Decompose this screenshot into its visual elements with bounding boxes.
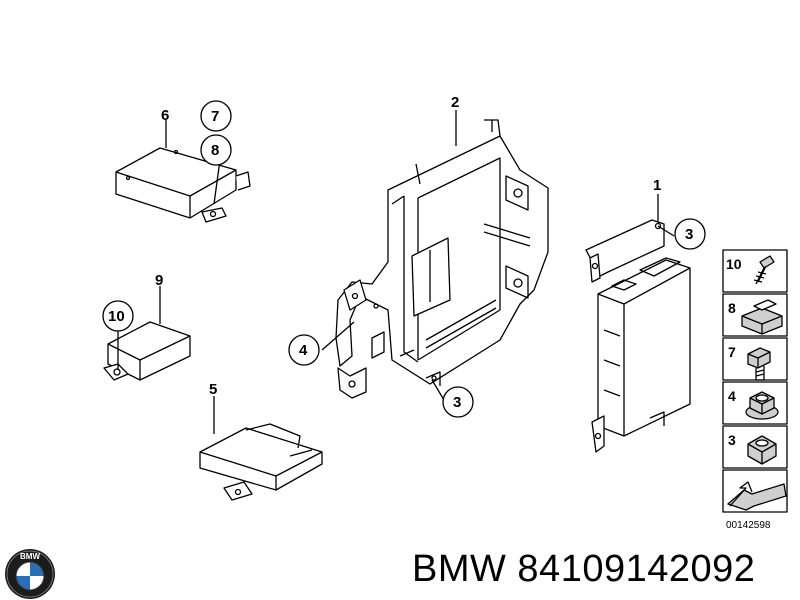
logo-text: BMW — [20, 552, 40, 561]
clip-nut-icon — [741, 299, 783, 335]
bmw-logo: BMW — [5, 549, 55, 599]
bolt-icon — [747, 347, 771, 381]
part-6-module — [115, 147, 251, 223]
callout-9: 9 — [155, 272, 163, 289]
legend-num-8: 8 — [728, 300, 736, 316]
callout-7-circle — [200, 100, 232, 132]
legend-num-7: 7 — [728, 344, 736, 360]
legend-panel — [722, 249, 788, 513]
part-5-module — [199, 423, 323, 501]
leader-8 — [213, 159, 221, 205]
part-2-bracket — [335, 119, 549, 399]
part-9-module — [103, 321, 191, 381]
leader-3a — [657, 225, 675, 237]
leader-3b — [431, 379, 445, 401]
hex-nut-icon — [747, 435, 777, 465]
screw-icon — [753, 255, 775, 285]
callout-5: 5 — [209, 381, 217, 398]
arrow-symbol-icon — [727, 481, 787, 511]
callout-8-circle — [200, 134, 232, 166]
legend-num-4: 4 — [728, 388, 736, 404]
diagram-code: 00142598 — [726, 520, 771, 531]
callout-3a: 3 — [685, 226, 693, 243]
legend-num-3: 3 — [728, 432, 736, 448]
callout-6: 6 — [161, 107, 169, 124]
callout-3b: 3 — [453, 394, 461, 411]
callout-10: 10 — [108, 308, 125, 325]
part-number-heading: BMW 84109142092 — [412, 548, 756, 590]
legend-num-10: 10 — [726, 256, 742, 272]
callout-3b-circle — [442, 386, 474, 418]
callout-2: 2 — [451, 94, 459, 111]
callout-4: 4 — [299, 342, 308, 359]
leader-4 — [321, 321, 355, 351]
callout-3a-circle — [674, 218, 706, 250]
part-1-control-unit — [585, 219, 691, 453]
callout-7: 7 — [211, 108, 219, 125]
callout-4-circle — [288, 334, 320, 366]
callout-8: 8 — [211, 142, 219, 159]
flange-nut-icon — [745, 391, 779, 420]
callout-10-circle — [102, 300, 134, 332]
callout-1: 1 — [653, 177, 661, 194]
